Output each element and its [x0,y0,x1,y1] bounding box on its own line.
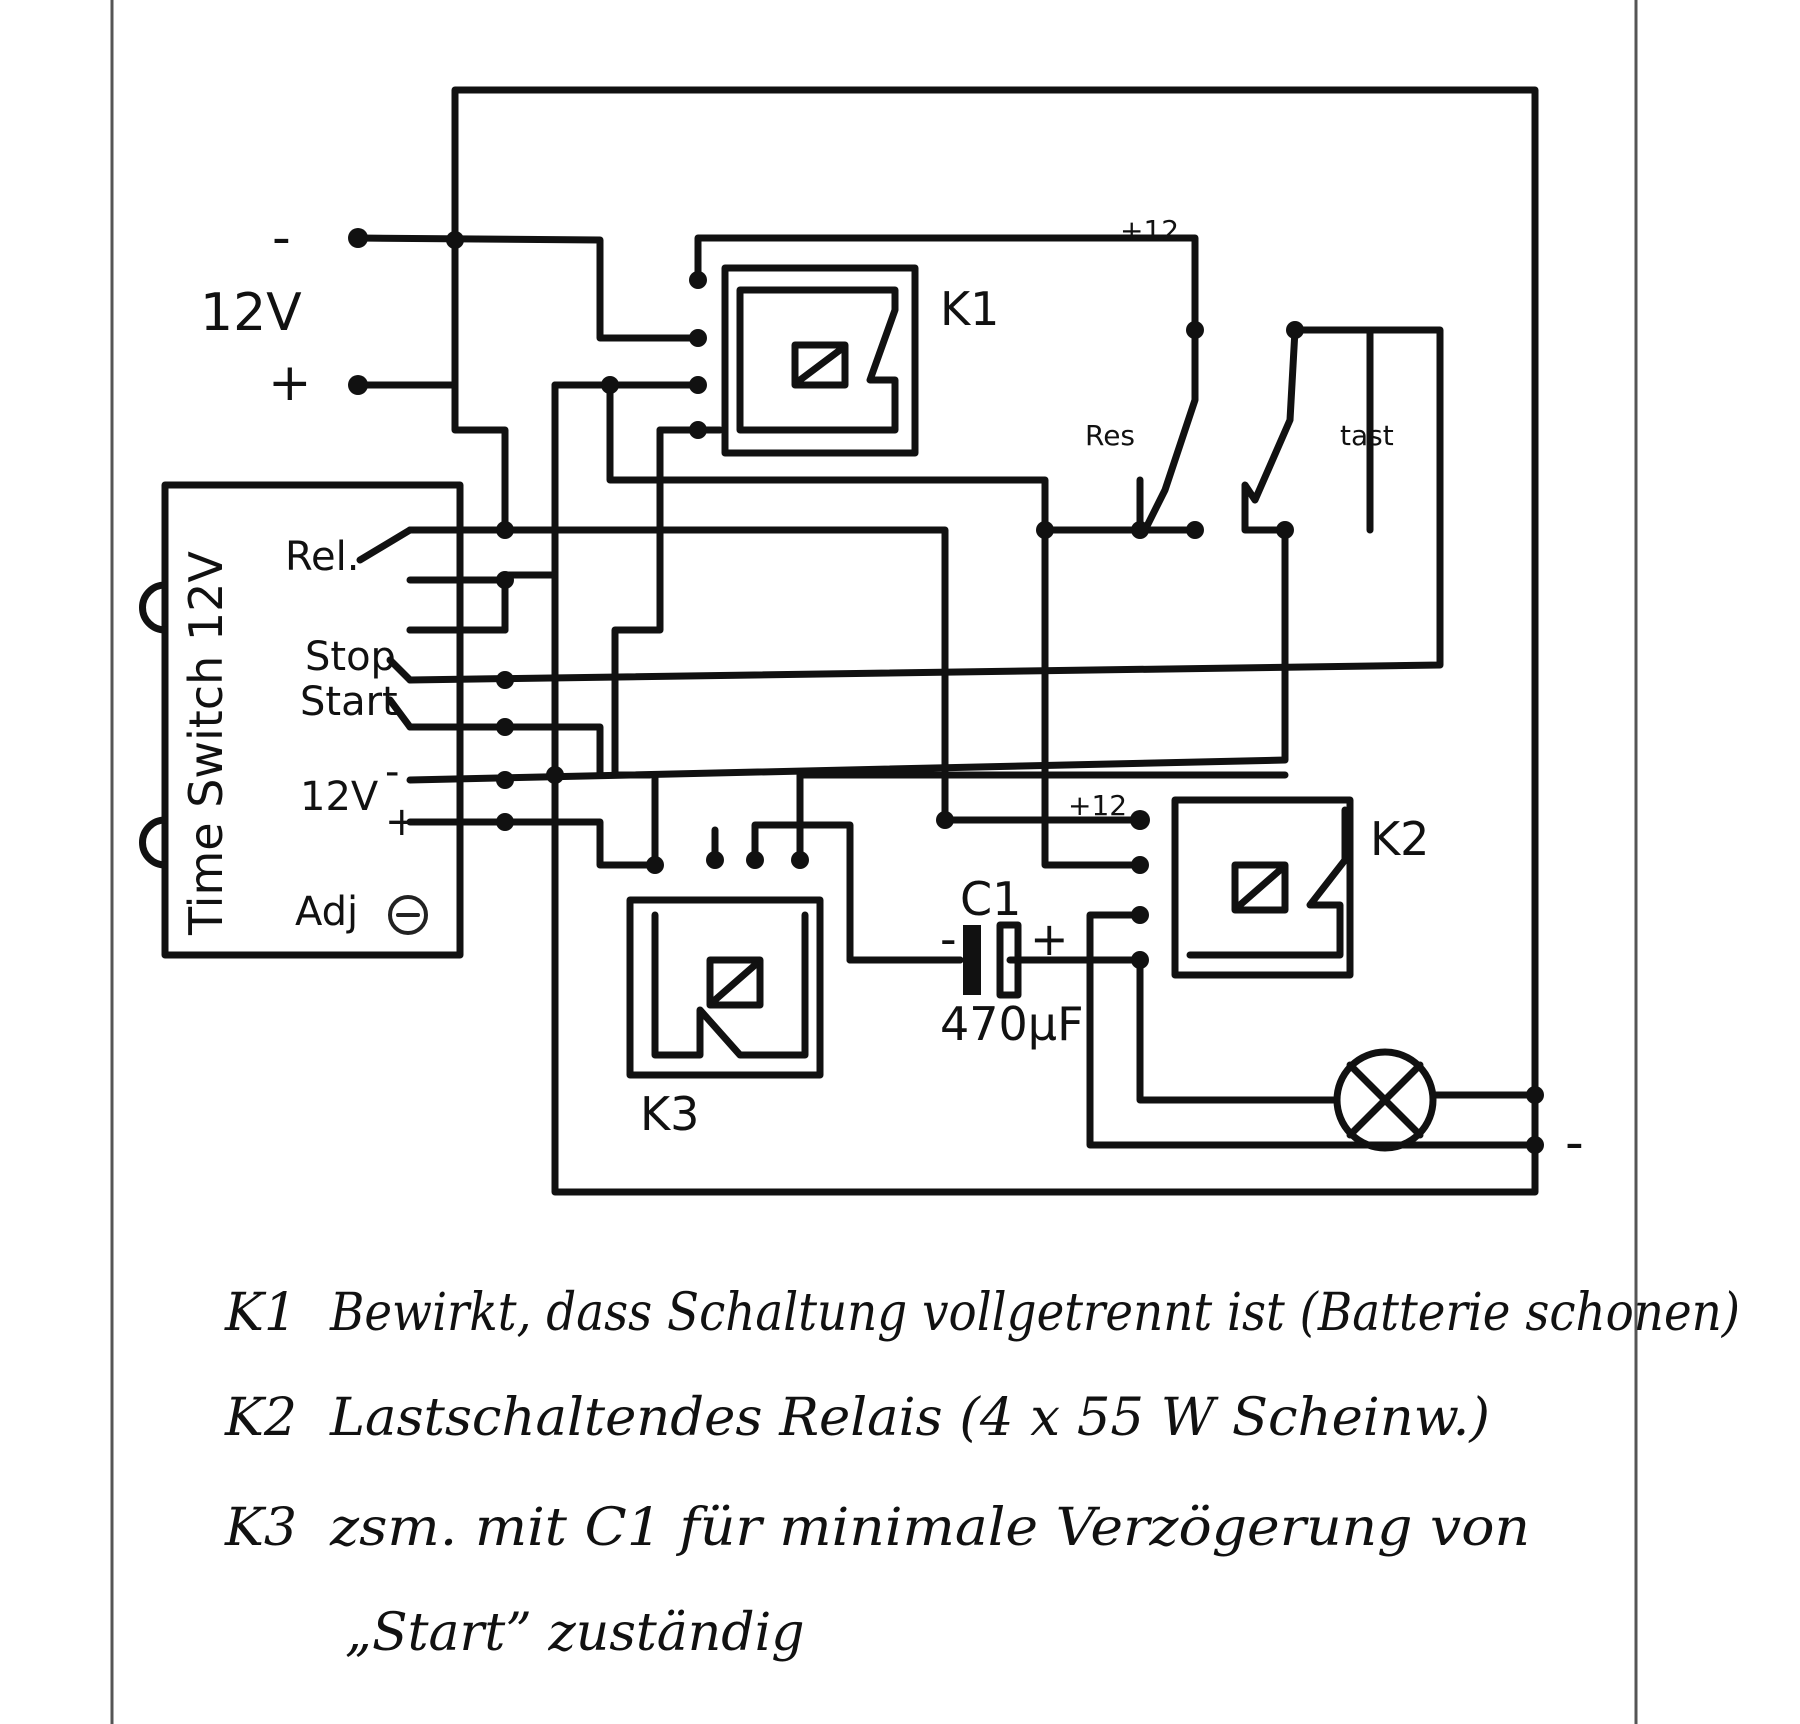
note-k3-text: zsm. mit C1 für minimale Verzögerung von [329,1498,1530,1558]
ts-12v-label: 12V [300,774,379,820]
ground-minus-label: - [1565,1113,1584,1173]
wiring [354,86,1539,1196]
tast-label: tast [1340,419,1394,452]
c1-value: 470µF [940,997,1084,1051]
relay-k3: K3 [626,896,824,1141]
ts-rel-label: Rel. [285,534,359,580]
note-k1-text: Bewirkt, dass Schaltung vollgetrennt ist… [329,1283,1740,1343]
time-switch-title: Time Switch 12V [179,551,233,936]
ts-adj-label: Adj [295,889,358,935]
ts-start-label: Start [300,679,398,725]
time-switch-box: Time Switch 12V Rel. Stop Start 12V - + … [139,481,509,959]
note-k3-id: K3 [224,1498,297,1558]
note-k3-cont: „Start” zuständig [345,1603,805,1663]
adj-knob-icon [388,895,428,935]
k3-label: K3 [640,1087,699,1141]
c1-minus: - [940,912,957,966]
relay-k2: K2 [1171,796,1429,979]
c1-plus: + [1030,912,1069,966]
notes: K1 Bewirkt, dass Schaltung vollgetrennt … [224,1283,1740,1663]
supply-minus: - [272,208,291,268]
ts-plus-label: + [385,799,419,845]
ts-minus-label: - [385,749,399,795]
relay-k1: K1 [721,264,999,457]
k2-label: K2 [1370,812,1429,866]
plus12-k2-label: +12 [1068,789,1127,822]
note-k1-id: K1 [224,1283,297,1343]
plus12-top-label: +12 [1120,214,1179,247]
capacitor-c1: C1 - + 470µF [846,872,1144,1051]
c1-name: C1 [960,872,1021,926]
note-k2-text: Lastschaltendes Relais (4 x 55 W Scheinw… [329,1388,1490,1448]
supply-plus: + [268,353,312,413]
k1-label: K1 [940,282,999,336]
lamp-icon [1333,1048,1437,1152]
ts-stop-label: Stop [305,634,396,680]
supply-voltage: 12V [200,283,302,343]
reset-label: Res [1085,419,1135,452]
junction-dots [348,228,1544,1154]
note-k2-id: K2 [224,1388,297,1448]
supply-terminals: - 12V + [200,208,312,413]
